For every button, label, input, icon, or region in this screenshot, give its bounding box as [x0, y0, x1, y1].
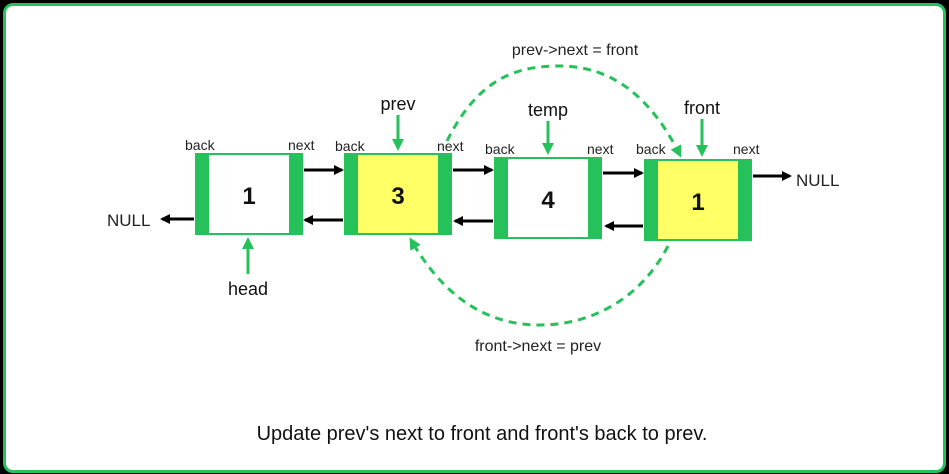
node-1-back-label: back [185, 137, 216, 153]
node-3: 4 [494, 157, 602, 239]
bottom-expression-label: front->next = prev [475, 338, 601, 355]
diagram-frame [3, 3, 946, 473]
front-back-to-prev-arc [409, 237, 670, 327]
node-3-next-label: next [587, 141, 614, 157]
node-2: 3 [344, 153, 452, 235]
head-pointer-label: head [228, 279, 268, 299]
null-right-label: NULL [796, 171, 839, 190]
prev-next-to-front-arc [445, 64, 682, 158]
front-pointer-label: front [684, 98, 720, 118]
node-2-value: 3 [391, 183, 404, 210]
node-4-value: 1 [691, 189, 704, 216]
node-1: 1 [195, 153, 303, 235]
node-3-value: 4 [541, 187, 555, 214]
node-1-value: 1 [242, 183, 255, 210]
prev-pointer-label: prev [380, 94, 415, 114]
node-3-back-label: back [485, 141, 516, 157]
node-2-back-label: back [335, 138, 366, 154]
node-1-next-label: next [288, 137, 315, 153]
top-expression-label: prev->next = front [512, 42, 639, 59]
null-left-label: NULL [107, 211, 150, 230]
node-2-next-label: next [437, 138, 464, 154]
node-4-next-label: next [733, 141, 760, 157]
temp-pointer-label: temp [528, 100, 568, 120]
node-4: 1 [644, 159, 752, 241]
diagram-caption: Update prev's next to front and front's … [257, 423, 708, 445]
node-4-back-label: back [636, 141, 667, 157]
